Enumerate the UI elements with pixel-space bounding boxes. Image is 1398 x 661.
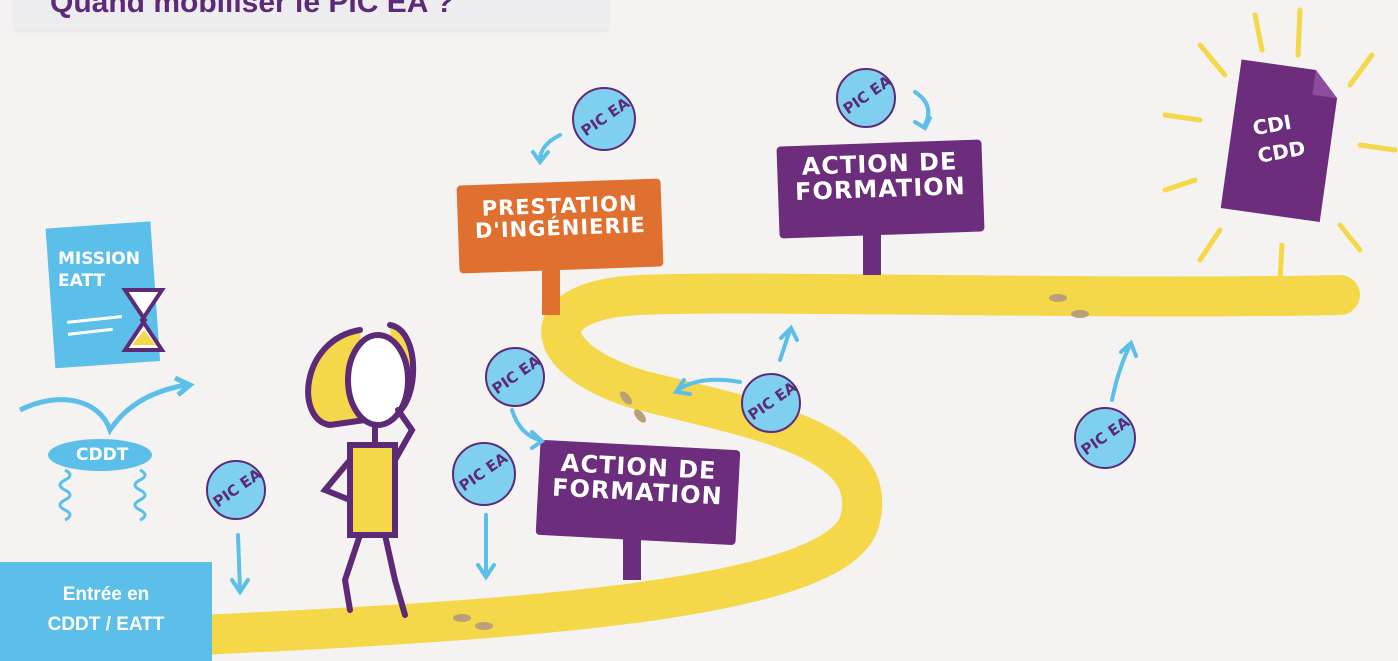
sign-action-bottom-label: ACTION DE FORMATION	[539, 449, 737, 511]
entry-box: Entrée en CDDT / EATT	[0, 562, 212, 661]
arrow-icon	[230, 90, 1138, 596]
cddt-label: CDDT	[76, 445, 129, 465]
yellow-path	[180, 273, 1360, 655]
final-contract-document	[1220, 59, 1338, 222]
arrow-icon	[173, 375, 195, 397]
cddt-oval	[48, 439, 152, 471]
final-doc-label: CDI CDD	[1251, 106, 1308, 169]
person-figure	[305, 322, 417, 618]
sign-prestation	[456, 178, 664, 274]
sign-action-bottom	[535, 440, 741, 545]
mission-label: MISSION EATT	[58, 248, 140, 292]
sparkle-icon	[1162, 7, 1398, 283]
entry-line2: CDDT / EATT	[47, 614, 165, 635]
sign-prestation-label: PRESTATION D'INGÉNIERIE	[461, 191, 658, 243]
badge-icon	[206, 68, 1136, 520]
hourglass-icon	[121, 288, 166, 352]
sign-post	[542, 270, 560, 315]
mission-line2: EATT	[58, 271, 106, 292]
mission-document	[45, 221, 161, 369]
sign-action-top-label: ACTION DE FORMATION	[779, 147, 981, 206]
title-banner	[14, 0, 608, 30]
arrow-icon	[18, 382, 186, 436]
mission-line1: MISSION	[58, 249, 140, 269]
footprints-icon	[453, 294, 1089, 630]
page-title: Quand mobiliser le PIC EA ?	[50, 0, 454, 19]
entry-line1: Entrée en	[62, 584, 150, 605]
sign-post	[623, 535, 641, 580]
spring-icon	[58, 468, 147, 522]
sign-action-top	[776, 139, 985, 239]
sign-post	[863, 230, 881, 275]
